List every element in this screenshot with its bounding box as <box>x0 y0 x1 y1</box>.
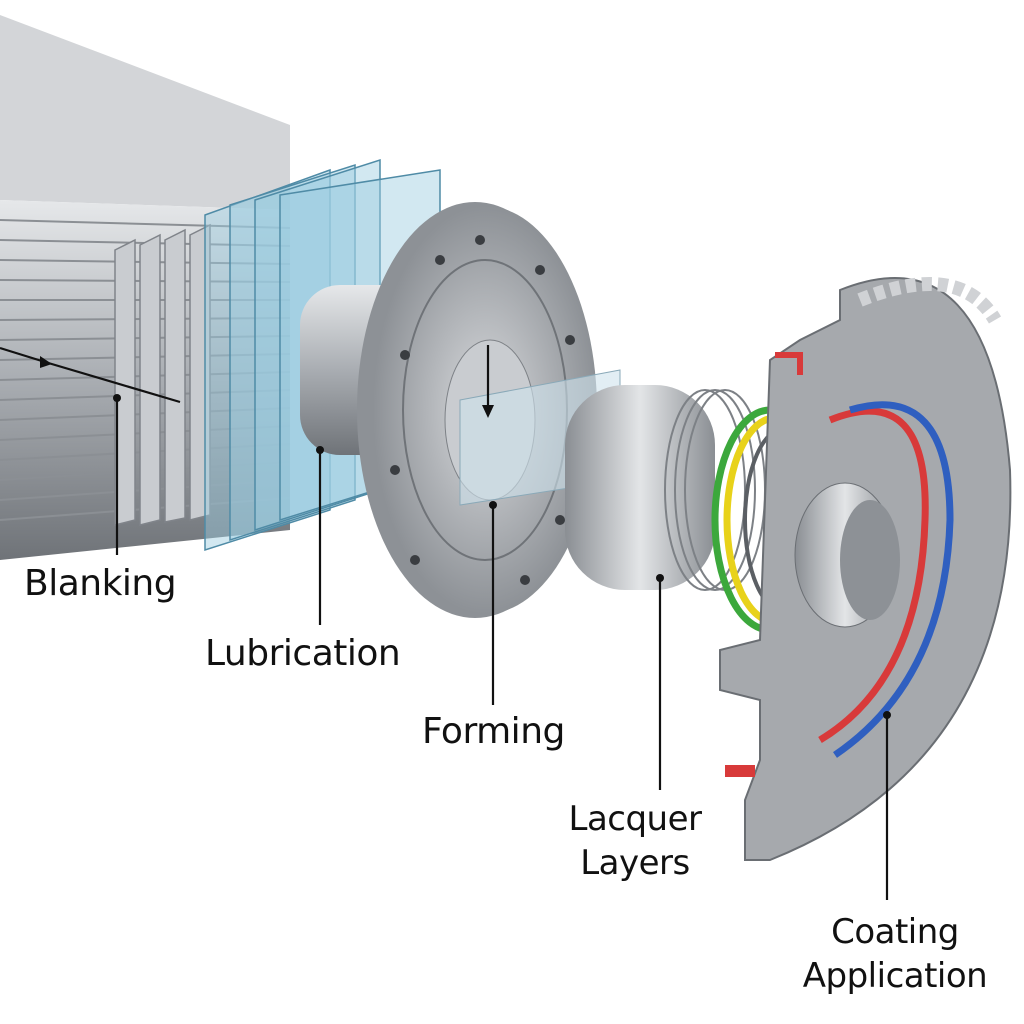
label-lacquer-line2: Layers <box>580 843 690 883</box>
label-forming: Forming <box>422 711 565 752</box>
formed-cup <box>565 385 766 591</box>
label-blanking: Blanking <box>24 563 177 604</box>
sheet-stack <box>0 15 291 560</box>
label-coating-line2: Application <box>802 956 988 996</box>
leader-lines <box>0 345 889 900</box>
label-coating-line1: Coating <box>831 912 959 952</box>
label-coating-application: Coating Application <box>785 910 1005 998</box>
label-lacquer-layers: Lacquer Layers <box>560 797 710 885</box>
coated-disc <box>719 277 1012 861</box>
label-lubrication: Lubrication <box>205 633 401 674</box>
label-lacquer-line1: Lacquer <box>568 799 703 839</box>
